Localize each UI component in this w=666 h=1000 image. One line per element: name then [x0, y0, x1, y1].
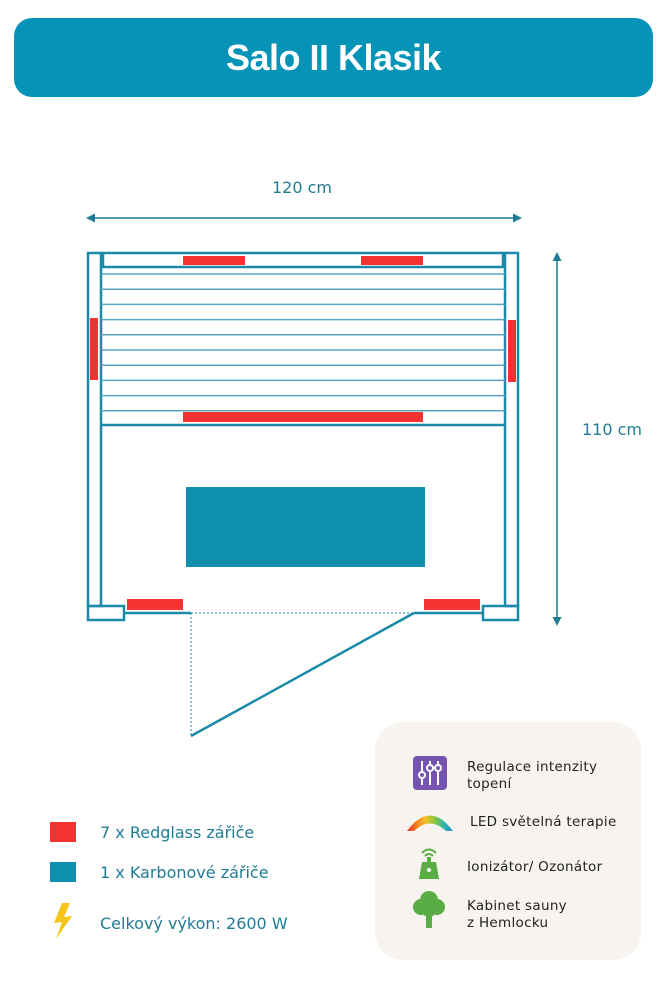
- left-wall: [86, 251, 103, 608]
- legend-label: 7 x Redglass zářiče: [100, 822, 255, 842]
- ionizer-icon: [419, 848, 439, 879]
- feature-label: topení: [467, 776, 512, 792]
- left-door-post: [86, 604, 126, 622]
- sliders-icon: [413, 756, 447, 790]
- red-swatch: [50, 822, 76, 842]
- right-wall: [503, 251, 520, 608]
- tree-icon: [413, 891, 445, 928]
- carbon-heater: [186, 487, 425, 567]
- redglass-heater: [508, 320, 516, 382]
- legend-label: Celkový výkon: 2600 W: [100, 913, 288, 933]
- backrest: [101, 251, 505, 269]
- redglass-heater: [424, 599, 480, 610]
- redglass-heater: [183, 256, 245, 265]
- feature-label: Kabinet sauny: [467, 898, 567, 914]
- legend-redglass: 7 x Redglass zářiče: [50, 822, 254, 842]
- legend-carbon: 1 x Karbonové zářiče: [50, 862, 269, 882]
- legend-power: Celkový výkon: 2600 W: [50, 903, 288, 939]
- blue-swatch: [50, 862, 76, 882]
- redglass-heater: [361, 256, 423, 265]
- title-banner: Salo II Klasik: [14, 18, 653, 97]
- redglass-heater: [127, 599, 183, 610]
- redglass-heater: [90, 318, 98, 380]
- feature-led: LED světelná terapie: [470, 814, 617, 830]
- feature-label: z Hemlocku: [467, 915, 549, 931]
- redglass-heater: [183, 412, 423, 422]
- floor-plan: [86, 213, 562, 738]
- feature-ionizer: Ionizátor/ Ozonátor: [467, 859, 603, 875]
- depth-label: 110 cm: [582, 420, 643, 439]
- legend-label: 1 x Karbonové zářiče: [100, 862, 269, 882]
- door-leaf: [190, 611, 415, 738]
- lightning-icon: [54, 903, 72, 939]
- feature-label: Regulace intenzity: [467, 759, 598, 775]
- rainbow-icon: [407, 815, 453, 831]
- right-door-post: [481, 604, 520, 622]
- width-label: 120 cm: [272, 178, 333, 197]
- page-title: Salo II Klasik: [225, 36, 442, 78]
